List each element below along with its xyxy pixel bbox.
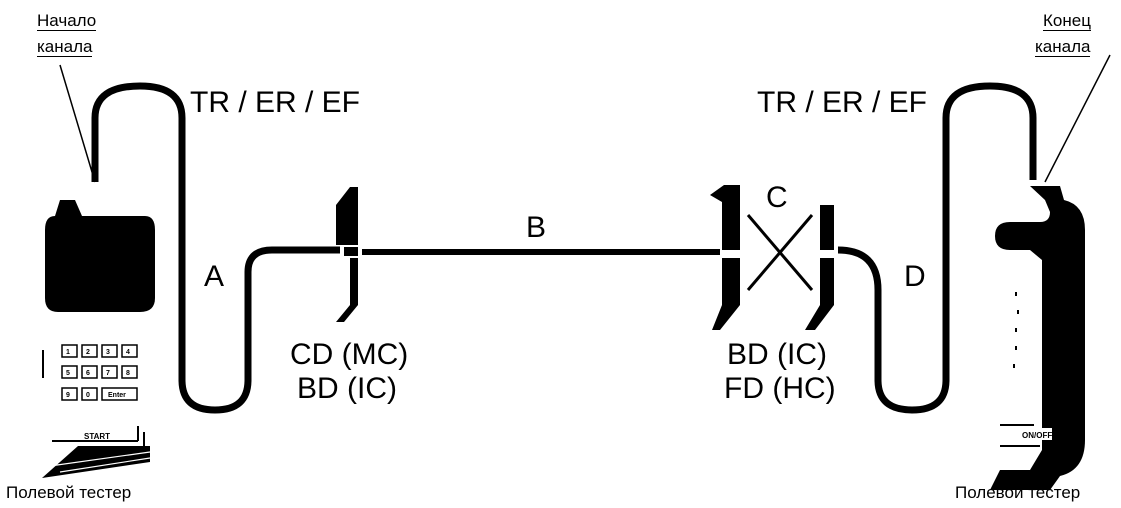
right-distributor — [710, 185, 834, 330]
left-distributor-label-line2: BD (IC) — [297, 372, 397, 405]
key-7: 7 — [106, 370, 110, 377]
end-callout-line — [1044, 54, 1111, 183]
key-8: 8 — [126, 370, 130, 377]
left-patch-cord — [91, 82, 342, 414]
key-enter: Enter — [108, 392, 126, 399]
segment-c-label: C — [766, 181, 788, 214]
start-label-line2: канала — [37, 37, 93, 57]
segment-a-label: A — [204, 260, 225, 293]
left-tester-body — [45, 200, 155, 312]
key-0: 0 — [86, 392, 90, 399]
segment-b-label: B — [526, 211, 547, 244]
left-cord-label: TR / ER / EF — [190, 86, 361, 119]
key-1: 1 — [66, 349, 70, 356]
cross-connect-line-2 — [746, 214, 814, 291]
left-distributor-label-line1: CD (MC) — [290, 338, 409, 371]
onoff-button-label: ON/OFF — [1022, 431, 1052, 440]
left-tester-keypad: 1 2 3 4 5 6 7 8 9 0 Enter — [61, 344, 138, 401]
right-cord-label: TR / ER / EF — [757, 86, 928, 119]
key-9: 9 — [66, 392, 70, 399]
key-5: 5 — [66, 370, 70, 377]
end-label-line1: Конец — [1043, 11, 1091, 31]
left-distributor — [336, 187, 362, 322]
key-2: 2 — [86, 349, 90, 356]
right-distributor-label-line1: BD (IC) — [727, 338, 827, 371]
right-tester-name: Полевой тестер — [955, 483, 1081, 502]
left-tester-name: Полевой тестер — [6, 483, 132, 502]
right-field-tester: ON/OFF — [990, 186, 1085, 490]
left-tester-start-button: START — [42, 426, 151, 478]
end-label-line2: канала — [1035, 37, 1091, 57]
left-field-tester: 1 2 3 4 5 6 7 8 9 0 Enter START — [42, 200, 155, 478]
key-3: 3 — [106, 349, 110, 356]
left-tester-base — [42, 446, 150, 478]
start-callout-line — [59, 64, 96, 183]
right-distributor-label-line2: FD (HC) — [724, 372, 836, 405]
right-tester-body — [990, 186, 1085, 490]
start-button-label: START — [84, 432, 110, 441]
right-patch-cord — [837, 82, 1037, 414]
key-4: 4 — [126, 349, 130, 356]
key-6: 6 — [86, 370, 90, 377]
start-label-line1: Начало — [37, 11, 97, 31]
segment-d-label: D — [904, 260, 926, 293]
